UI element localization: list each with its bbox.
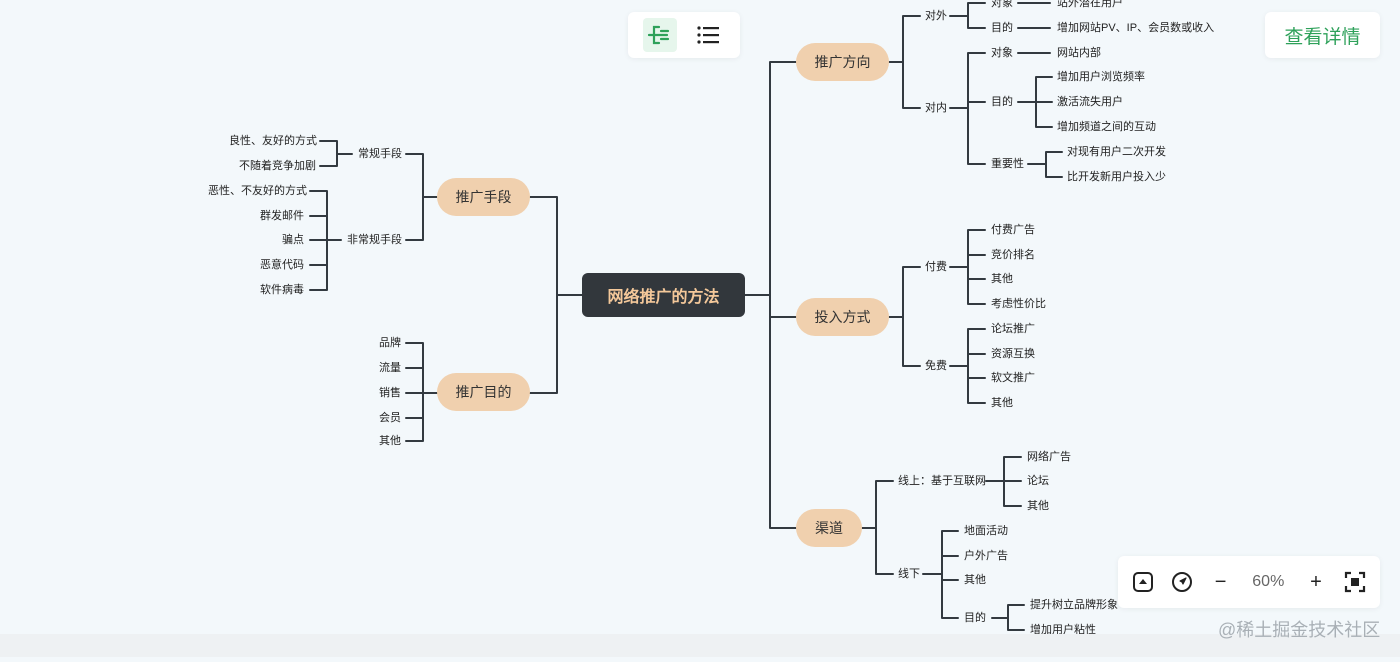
leaf-node[interactable]: 论坛推广 [991,323,1035,335]
leaf-node[interactable]: 竞价排名 [991,249,1035,261]
root-node[interactable]: 网络推广的方法 [582,273,745,317]
branch-promotion-goals[interactable]: 推广目的 [437,373,530,411]
leaf-node[interactable]: 不随着竞争加剧 [239,160,316,172]
leaf-node[interactable]: 其他 [991,273,1013,285]
connector-line [949,328,986,404]
leaf-node[interactable]: 软文推广 [991,372,1035,384]
node-free[interactable]: 免费 [925,360,947,372]
node-purpose[interactable]: 目的 [964,612,986,624]
leaf-node[interactable]: 其他 [991,397,1013,409]
node-importance[interactable]: 重要性 [991,158,1024,170]
connector-line [1027,151,1063,178]
connector-line [1017,2,1051,29]
zoom-controls: − 60% + [1118,556,1380,608]
locate-center-button[interactable] [1169,569,1195,595]
node-target[interactable]: 对象 [991,0,1013,9]
branch-promotion-direction[interactable]: 推广方向 [796,43,889,81]
branch-channels[interactable]: 渠道 [796,509,862,547]
leaf-node[interactable]: 站外潜在用户 [1057,0,1123,9]
view-toolbar [628,12,740,58]
connector-line [985,456,1022,507]
connector-line [949,2,986,29]
leaf-node[interactable]: 地面活动 [964,525,1008,537]
leaf-node[interactable]: 户外广告 [964,550,1008,562]
leaf-node[interactable]: 其他 [964,574,986,586]
leaf-node[interactable]: 品牌 [379,337,401,349]
list-icon [697,26,720,44]
zoom-in-button[interactable]: + [1310,570,1322,593]
node-regular-means[interactable]: 常规手段 [358,148,402,160]
connector-line [405,153,438,241]
view-details-button[interactable]: 查看详情 [1265,12,1380,58]
navigation-icon [1171,572,1192,592]
branch-promotion-means[interactable]: 推广手段 [437,178,530,216]
mindmap-view-button[interactable] [642,18,677,52]
connector-line [1017,76,1053,128]
connector-line [888,15,921,109]
leaf-node[interactable]: 恶意代码 [260,259,304,271]
watermark: @稀土掘金技术社区 [1218,620,1381,640]
connector-line [949,229,986,305]
fit-screen-button[interactable] [1342,569,1368,595]
connector-line [888,266,921,367]
leaf-node[interactable]: 增加网站PV、IP、会员数或收入 [1057,22,1215,34]
leaf-node[interactable]: 激活流失用户 [1057,96,1123,108]
leaf-node[interactable]: 骗点 [282,234,304,246]
leaf-node[interactable]: 论坛 [1027,475,1049,487]
leaf-node[interactable]: 考虑性价比 [991,298,1046,310]
outline-view-button[interactable] [691,18,725,52]
connector-line [309,190,342,291]
connector-line [744,61,797,529]
node-paid[interactable]: 付费 [925,261,947,273]
leaf-node[interactable]: 网站内部 [1057,47,1101,59]
zoom-level: 60% [1252,573,1285,590]
leaf-node[interactable]: 恶性、不友好的方式 [208,185,307,197]
leaf-node[interactable]: 增加用户粘性 [1030,624,1096,636]
node-target[interactable]: 对象 [991,47,1013,59]
leaf-node[interactable]: 付费广告 [991,224,1035,236]
collapse-up-icon [1133,572,1154,592]
leaf-node[interactable]: 良性、友好的方式 [229,135,317,147]
zoom-out-button[interactable]: − [1214,570,1227,593]
connector-line [319,140,353,167]
leaf-node[interactable]: 其他 [1027,500,1049,512]
node-external[interactable]: 对外 [925,10,947,22]
node-purpose[interactable]: 目的 [991,22,1013,34]
connector-line [529,196,583,394]
branch-investment-method[interactable]: 投入方式 [796,298,889,336]
mindmap-icon [647,25,669,45]
node-internal[interactable]: 对内 [925,102,947,114]
leaf-node[interactable]: 增加用户浏览频率 [1057,71,1145,83]
connector-line [922,530,959,619]
connector-line [949,52,986,165]
connector-line [861,480,894,575]
node-purpose[interactable]: 目的 [991,96,1013,108]
leaf-node[interactable]: 网络广告 [1027,451,1071,463]
connector-line [405,342,438,442]
node-irregular-means[interactable]: 非常规手段 [347,234,402,246]
status-strip [0,634,1400,657]
leaf-node[interactable]: 提升树立品牌形象 [1030,599,1118,611]
fit-screen-icon [1344,571,1365,593]
leaf-node[interactable]: 销售 [379,387,401,399]
connector-line [991,604,1025,631]
leaf-node[interactable]: 其他 [379,435,401,447]
leaf-node[interactable]: 比开发新用户投入少 [1067,171,1166,183]
toggle-minimap-button[interactable] [1130,569,1156,595]
leaf-node[interactable]: 群发邮件 [260,210,304,222]
leaf-node[interactable]: 增加频道之间的互动 [1057,121,1156,133]
leaf-node[interactable]: 会员 [379,412,401,424]
leaf-node[interactable]: 资源互换 [991,348,1035,360]
node-offline[interactable]: 线下 [898,568,920,580]
leaf-node[interactable]: 软件病毒 [260,284,304,296]
node-online[interactable]: 线上：基于互联网 [898,475,986,487]
leaf-node[interactable]: 流量 [379,362,401,374]
leaf-node[interactable]: 对现有用户二次开发 [1067,146,1166,158]
